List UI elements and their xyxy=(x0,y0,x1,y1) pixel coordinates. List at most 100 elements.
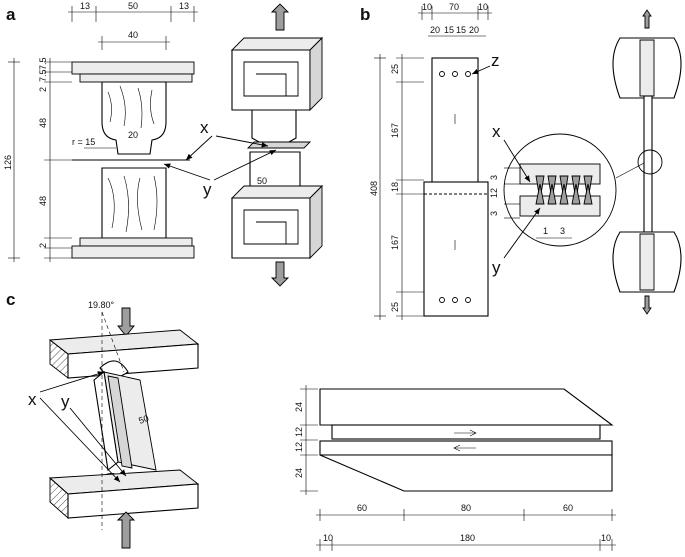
bottom-steel-plate-2 xyxy=(71,245,195,259)
dim-b-15-a: 15 xyxy=(444,25,454,35)
c-dim-12-b: 12 xyxy=(294,442,304,452)
c-shear-layer xyxy=(107,375,133,469)
panel-a-label: a xyxy=(6,5,16,24)
radius-label: r = 15 xyxy=(72,137,95,147)
detail-dim-12: 12 xyxy=(489,188,499,198)
detail-dim-3: 3 xyxy=(560,226,565,236)
panel-b-top-dimensions: 10 70 10 20 15 15 20 xyxy=(418,2,492,37)
dim-a-40: 40 xyxy=(128,30,138,40)
dim-a-48-top: 48 xyxy=(38,118,48,128)
dim-b-18: 18 xyxy=(390,182,400,192)
dim-b-15-b: 15 xyxy=(456,25,466,35)
dim-a-7.5-b: 7.5 xyxy=(38,69,48,82)
grain-lines-lower xyxy=(107,175,158,233)
upper-specimen-3d xyxy=(251,109,297,147)
dim-b-70: 70 xyxy=(449,2,459,12)
lower-wedge xyxy=(639,233,655,291)
c-dim-24-bottom: 24 xyxy=(294,468,304,478)
c-dim-60-right: 60 xyxy=(563,503,573,513)
panel-a-left-dimensions: 126 7.5 7.5 2 48 48 2 xyxy=(3,57,72,262)
panel-c: c 50 19.80° x y xyxy=(6,290,616,551)
c-top-load-arrow xyxy=(117,307,135,337)
detail-magnifier xyxy=(503,133,617,247)
top-load-arrow xyxy=(270,3,290,31)
b-top-load-arrow xyxy=(642,9,652,29)
c-dim-80: 80 xyxy=(461,503,471,513)
bottom-steel-plate-1 xyxy=(79,237,193,247)
c-middle-layer-upper xyxy=(331,424,601,440)
dim-a-7.5-a: 7.5 xyxy=(38,57,48,70)
dim-a-13-right: 13 xyxy=(179,1,189,11)
panel-a-top-dimensions: 13 50 13 40 xyxy=(68,1,198,50)
top-grip-top-face xyxy=(230,37,324,51)
c-angle-label: 19.80° xyxy=(88,300,115,310)
dim-a-2-top: 2 xyxy=(38,87,48,92)
panel-a-specimen-elevation: r = 15 20 xyxy=(71,61,195,259)
dim-b-167-top: 167 xyxy=(390,123,400,138)
dim-a-50: 50 xyxy=(128,1,138,11)
callout-y-c: y xyxy=(61,392,70,411)
c-dim-10-left: 10 xyxy=(323,533,333,543)
dim-b-20-right: 20 xyxy=(469,25,479,35)
panel-b-left-dimensions: 408 25 167 18 167 25 xyxy=(369,54,424,320)
panel-b-label: b xyxy=(360,5,370,24)
dim-b-25-bottom: 25 xyxy=(390,302,400,312)
top-steel-plate-2 xyxy=(79,73,193,83)
bottom-grip-top-face xyxy=(230,185,324,199)
c-bottom-block xyxy=(319,454,613,492)
c-bottom-load-arrow xyxy=(116,511,136,549)
detail-origin-circle xyxy=(637,149,663,175)
dim-a-13-left: 13 xyxy=(80,1,90,11)
callout-x-c: x xyxy=(28,390,37,409)
c-top-block xyxy=(319,388,614,426)
panel-c-label: c xyxy=(6,290,15,309)
bottom-grip-side xyxy=(309,184,323,260)
callout-z: z xyxy=(491,51,500,70)
dim-a-126: 126 xyxy=(3,155,13,170)
dim-b-25-top: 25 xyxy=(390,64,400,74)
c-shear-length: 50 xyxy=(137,413,150,426)
dim-b-408: 408 xyxy=(369,181,379,196)
dim-a-2-bottom: 2 xyxy=(38,243,48,248)
dim-b-20-left: 20 xyxy=(430,25,440,35)
detail-dim-3-top: 3 xyxy=(489,175,499,180)
grain-lines-upper xyxy=(107,85,155,129)
callout-y-a: y xyxy=(203,180,212,199)
c-bottom-plate-front xyxy=(67,483,199,519)
neck-width-label: 20 xyxy=(128,130,138,140)
panel-b-test-machine xyxy=(612,9,682,315)
c-dim-24-top: 24 xyxy=(294,402,304,412)
panel-a-callouts: x y xyxy=(163,118,277,199)
panel-a-3d-view: 50 xyxy=(230,3,324,287)
top-steel-plate-1 xyxy=(71,61,195,75)
c-dim-12-a: 12 xyxy=(294,427,304,437)
dim-b-10-left: 10 xyxy=(422,2,432,12)
b-specimen-side xyxy=(643,95,653,233)
lower-lamella xyxy=(423,181,489,317)
upper-wedge xyxy=(639,39,655,97)
dim-b-167-bottom: 167 xyxy=(390,235,400,250)
panel-c-elevation: 24 12 12 24 60 80 60 10 180 10 xyxy=(294,385,616,551)
panel-a: a 13 50 13 40 126 xyxy=(3,1,324,287)
shear-length-3d: 50 xyxy=(257,176,267,186)
dim-a-48-bottom: 48 xyxy=(38,196,48,206)
panel-b: b 10 70 10 20 15 15 20 408 xyxy=(360,2,682,320)
callout-x-b: x xyxy=(492,122,501,141)
panel-c-3d-view: 50 19.80° x y xyxy=(28,300,200,549)
callout-y-b: y xyxy=(492,258,501,277)
c-dim-60-left: 60 xyxy=(357,503,367,513)
detail-dim-1: 1 xyxy=(543,226,548,236)
dim-b-10-right: 10 xyxy=(478,2,488,12)
b-bottom-load-arrow xyxy=(642,295,652,315)
shear-gap-plate xyxy=(246,141,312,149)
c-dim-180: 180 xyxy=(460,533,475,543)
lower-timber-block xyxy=(101,167,167,239)
c-dim-10-right: 10 xyxy=(601,533,611,543)
upper-timber-block xyxy=(101,81,167,155)
callout-x-a: x xyxy=(200,118,209,137)
top-grip-side xyxy=(309,36,323,112)
panel-b-specimen-elevation: z xyxy=(423,51,500,317)
panel-b-detail-circle: 3 12 3 1 3 x y xyxy=(489,122,647,277)
detail-dim-3-bottom: 3 xyxy=(489,211,499,216)
